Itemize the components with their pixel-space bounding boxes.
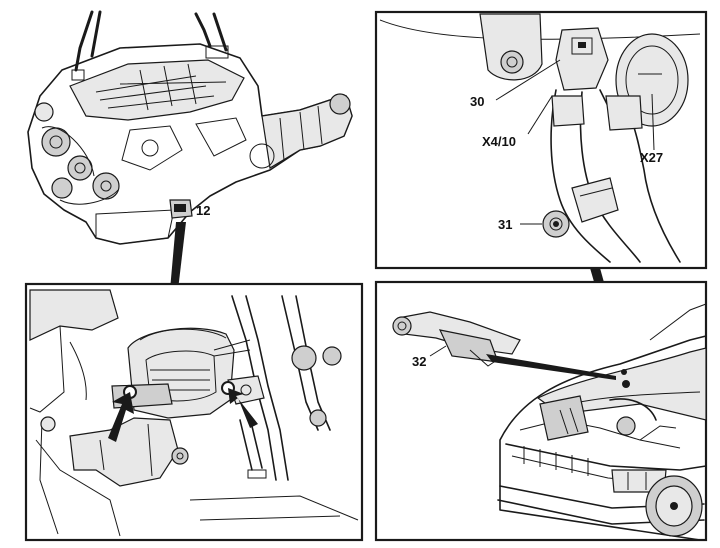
- engine-illustration: [27, 10, 353, 245]
- panel-vehicle: [374, 280, 708, 542]
- panel-connectors: [374, 10, 708, 270]
- leader-32: [429, 345, 447, 357]
- leader-30: [495, 59, 561, 101]
- callout-x4-10: X4/10: [482, 134, 516, 149]
- arrow-right-bolt: [228, 388, 258, 428]
- callout-12: 12: [196, 203, 210, 218]
- panel-engine-mount: [24, 282, 364, 542]
- pointer-wedge-cover: [486, 354, 616, 380]
- leader-x27: [651, 93, 655, 151]
- pointer-wedge-engine: [170, 222, 186, 290]
- lifting-chains: [71, 10, 229, 81]
- callout-32: 32: [412, 354, 426, 369]
- arrow-left-bolt: [108, 392, 134, 442]
- callout-30: 30: [470, 94, 484, 109]
- leader-x4-10: [527, 95, 553, 135]
- callout-x27: X27: [640, 150, 663, 165]
- callout-31: 31: [498, 217, 512, 232]
